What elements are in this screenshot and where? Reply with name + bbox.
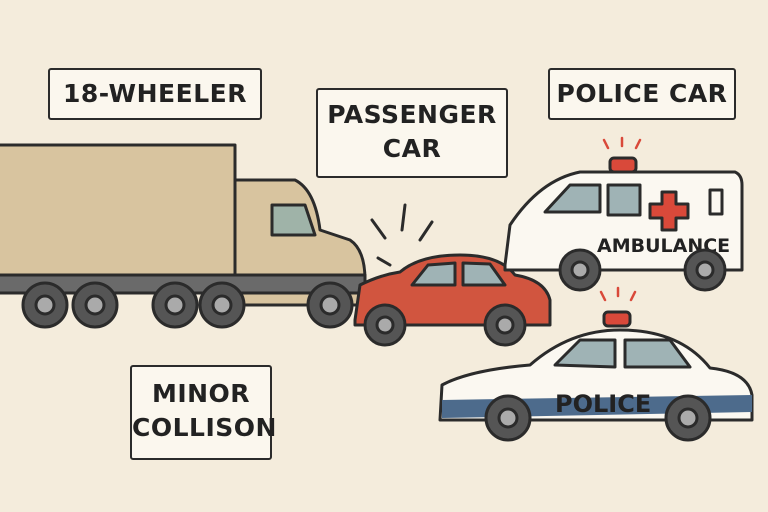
impact-lines <box>370 203 434 267</box>
label-collision-line2: COLLISON <box>132 413 277 442</box>
label-police-car: POLICE CAR <box>548 68 736 120</box>
label-collision-line1: MINOR <box>151 379 251 408</box>
label-minor-collision: MINOR COLLISON <box>130 365 277 460</box>
label-passenger-line1: PASSENGER <box>327 100 497 129</box>
label-passenger-car: PASSENGER CAR <box>316 88 508 178</box>
ambulance: AMBULANCE <box>503 136 744 292</box>
truck-18-wheeler <box>0 143 367 329</box>
passenger-car <box>353 253 552 347</box>
police-text: POLICE <box>555 390 651 418</box>
police-car: POLICE <box>438 286 754 442</box>
label-18-wheeler: 18-WHEELER <box>48 68 262 120</box>
label-passenger-line2: CAR <box>382 134 442 163</box>
